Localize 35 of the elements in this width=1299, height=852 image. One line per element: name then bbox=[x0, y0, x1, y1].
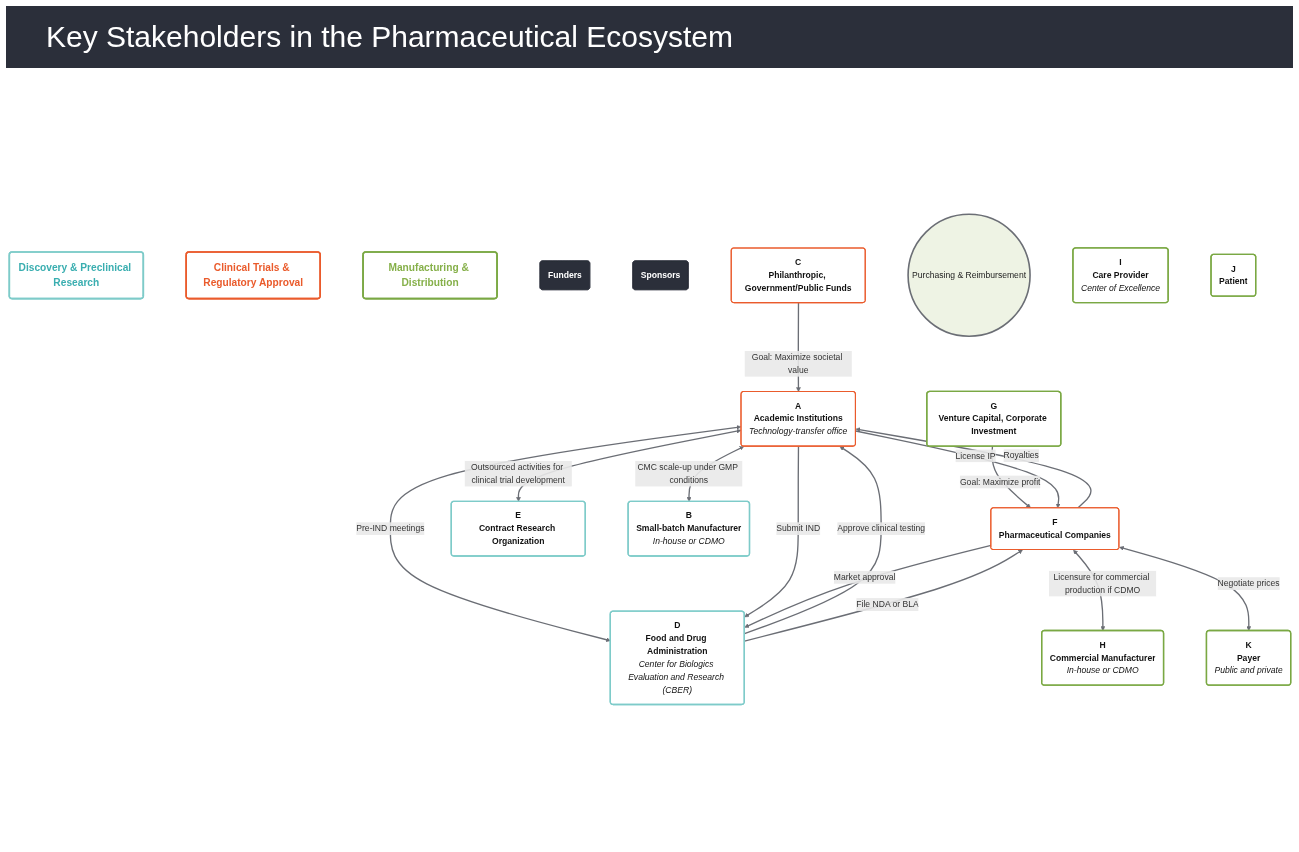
edge-label: Goal: Maximize societal value bbox=[744, 350, 852, 377]
stakeholder-box: D Food and Drug Administration Center for Biologics Evaluation and Research (CBER) bbox=[609, 610, 745, 705]
arrow bbox=[743, 445, 882, 634]
stakeholder-box: J Patient bbox=[1209, 253, 1256, 297]
phase-header: Manufacturing & Distribution bbox=[361, 250, 498, 299]
stakeholder-box: G Venture Capital, Corporate Investment bbox=[925, 390, 1061, 447]
edge-label: File NDA or BLA bbox=[855, 597, 919, 611]
edge-label: Submit IND bbox=[775, 521, 820, 535]
edge-label: Royalties bbox=[1003, 448, 1039, 462]
stakeholder-box: I Care Provider Center of Excellence bbox=[1071, 246, 1169, 303]
phase-header: Discovery & Preclinical Research bbox=[8, 250, 144, 299]
edge-label: Outsourced activities for clinical trial development bbox=[464, 460, 572, 487]
stakeholder-box: E Contract Research Organization bbox=[450, 500, 586, 557]
stakeholder-box: K Payer Public and private bbox=[1205, 629, 1291, 686]
stakeholder-box: A Academic Institutions Technology-transfer office bbox=[739, 390, 856, 447]
edge-label: Goal: Maximize profit bbox=[959, 475, 1040, 489]
arrow bbox=[743, 445, 799, 617]
edge-label: Negotiate prices bbox=[1217, 576, 1280, 590]
phase-header: Clinical Trials & Regulatory Approval bbox=[184, 250, 321, 299]
title-banner: Key Stakeholders in the Pharmaceutical Ecosystem bbox=[6, 6, 1293, 68]
edge-label: Market approval bbox=[833, 570, 895, 584]
row-header: Funders bbox=[539, 260, 590, 290]
cycle-circle: Purchasing & Reimbursement bbox=[906, 213, 1031, 337]
stakeholder-box: B Small-batch Manufacturer In-house or CDMO bbox=[626, 500, 750, 557]
edge-label: Pre-IND meetings bbox=[355, 521, 424, 535]
stakeholder-box: C Philanthropic, Government/Public Funds bbox=[730, 247, 866, 303]
row-header: Sponsors bbox=[631, 260, 689, 290]
arrow bbox=[389, 424, 741, 642]
arrow bbox=[1118, 545, 1251, 631]
edge-label: License IP bbox=[955, 449, 996, 462]
edge-label: Licensure for commercial production if CDMO bbox=[1048, 570, 1156, 597]
edge-label: CMC scale-up under GMP conditions bbox=[634, 460, 742, 487]
stakeholder-box: F Pharmaceutical Companies bbox=[989, 506, 1119, 550]
stakeholder-box: H Commercial Manufacturer In-house or CDMO bbox=[1040, 629, 1164, 686]
edge-label: Approve clinical testing bbox=[836, 521, 925, 535]
